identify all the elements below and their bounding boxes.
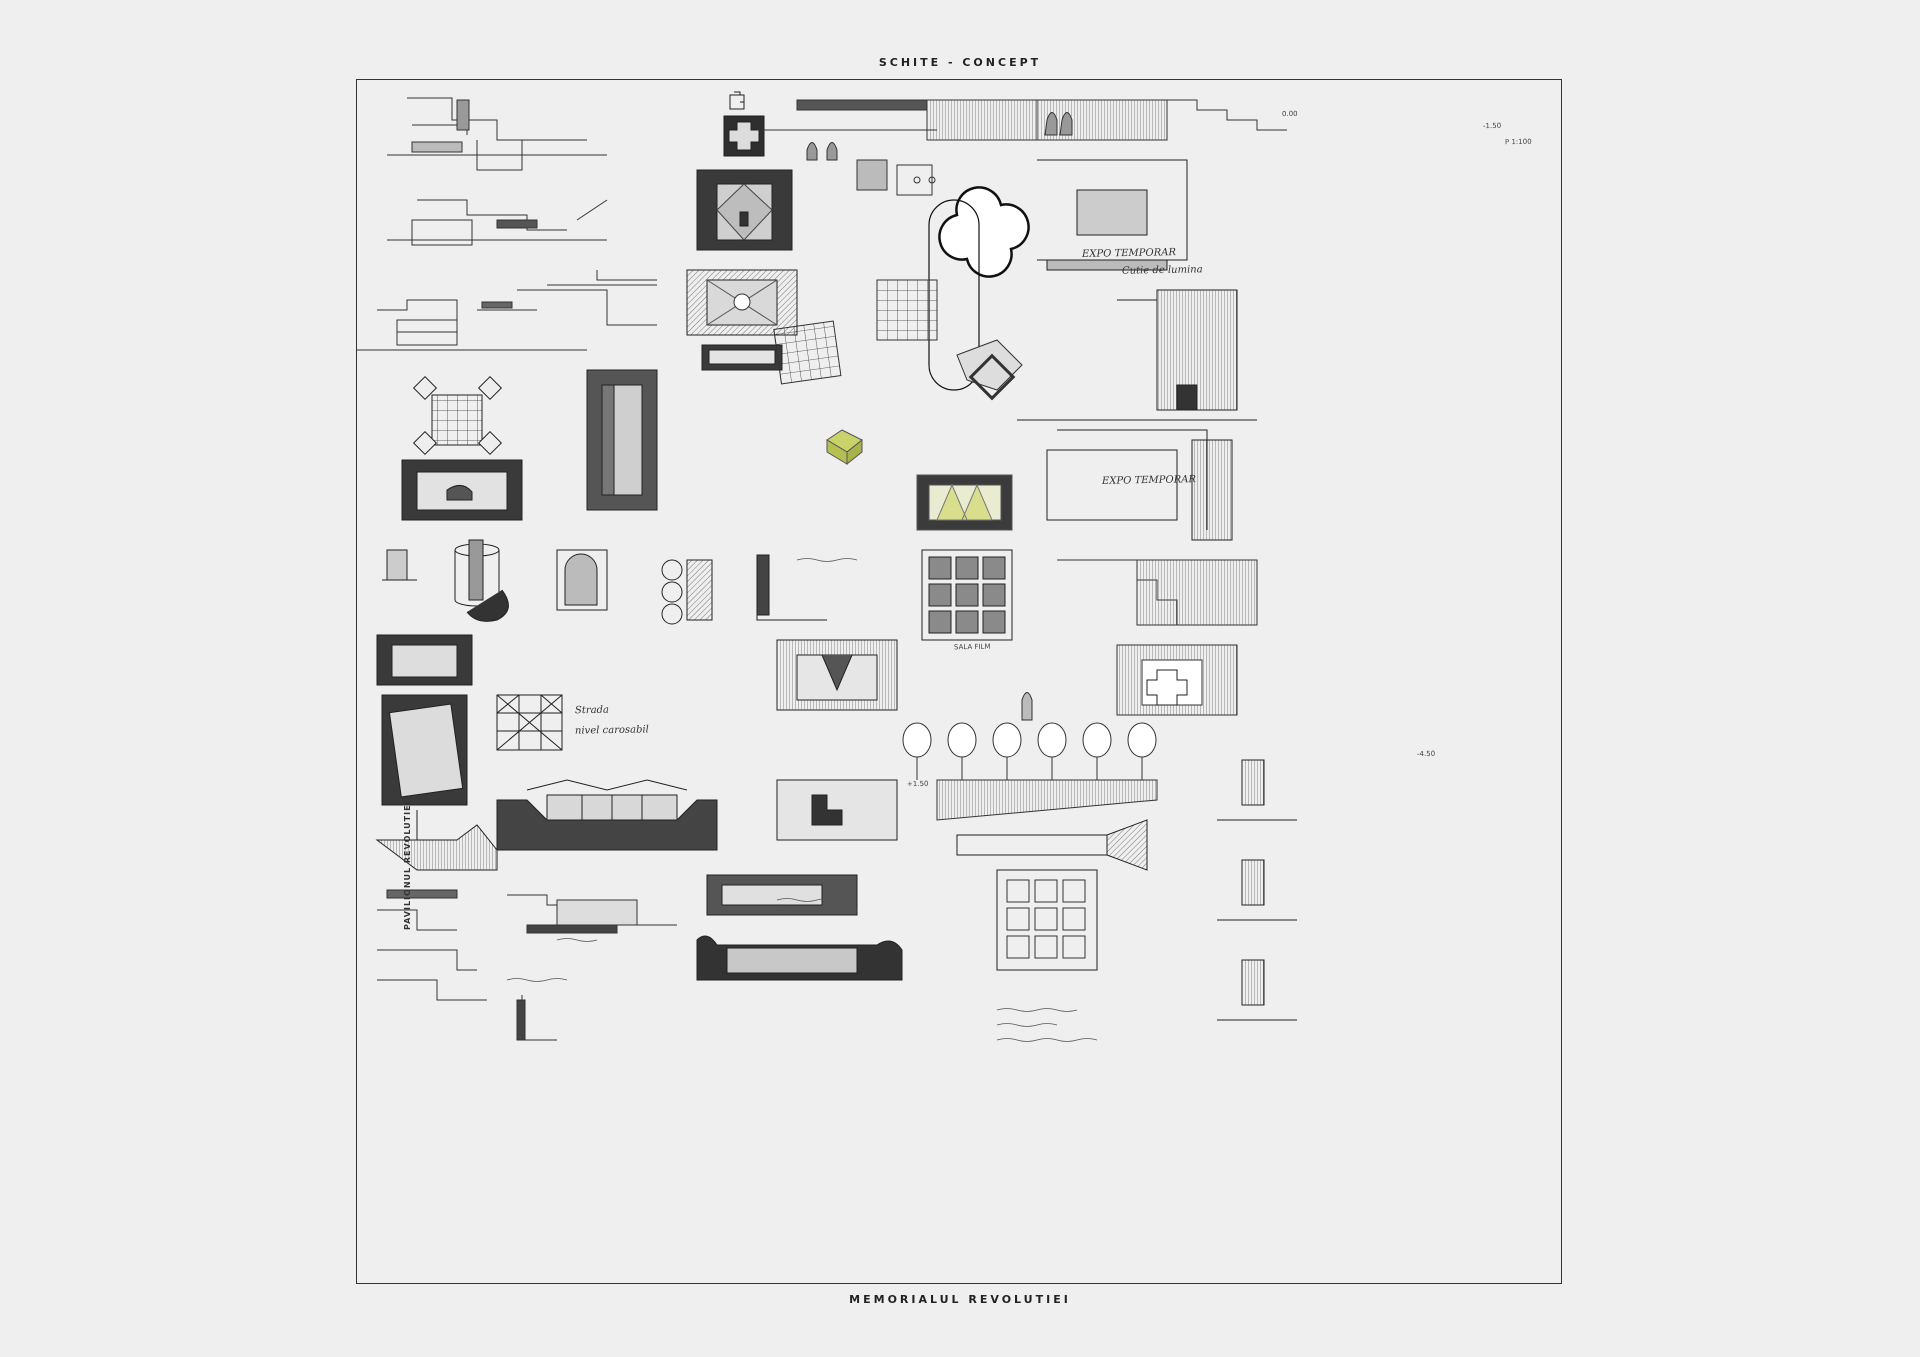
bottom-right-column-sections (956, 759, 1297, 1021)
level-label-2: +1.50 (906, 779, 929, 789)
coffer-grid-plan (921, 549, 1013, 641)
nivel-carosabil-label: nivel carosabil (574, 724, 649, 737)
handwritten-notes (506, 558, 1098, 1042)
level-label-4: -4.50 (1416, 749, 1436, 759)
strada-label: Strada (574, 704, 610, 717)
sala-film-label: SALA FILM (953, 642, 991, 652)
expo-temporar-label-1: EXPO TEMPORAR (1081, 247, 1177, 260)
scale-label: P 1:100 (1504, 137, 1532, 147)
level-label-3: 0.00 (1281, 109, 1298, 119)
grid-plans (773, 142, 1023, 401)
long-section-top-right (757, 99, 1287, 141)
level-label-1: -1.50 (1482, 121, 1502, 131)
sheet-title-top: SCHITE - CONCEPT (878, 56, 1042, 69)
yellow-accent-model (826, 429, 1013, 531)
tree-row (902, 722, 1158, 821)
pavilion-plans-left (375, 634, 563, 871)
sawtooth-roof-section (496, 779, 718, 851)
stepped-section-right (1021, 559, 1258, 721)
section-sketches-top-left (357, 97, 657, 351)
pavilion-vertical-label: PAVILIONUL REVOLUTIEI (403, 800, 412, 930)
candle-sketches (382, 539, 827, 625)
sketch-canvas (357, 91, 1297, 1042)
cutie-lumina-label: Cutie de lumina (1121, 264, 1203, 277)
drawing-frame: PAVILIONUL REVOLUTIEI EXPO TEMPORAR EXPO… (356, 79, 1562, 1284)
central-lower-sections (696, 639, 903, 981)
cross-chapel-plans (686, 91, 798, 371)
expo-temporar-label-2: EXPO TEMPORAR (1101, 474, 1197, 487)
sheet-title-bottom: MEMORIALUL REVOLUTIEI (849, 1293, 1071, 1306)
expo-plans-right (1017, 159, 1257, 541)
octagon-grid-plan (401, 369, 658, 521)
bottom-left-sections (377, 889, 677, 1041)
